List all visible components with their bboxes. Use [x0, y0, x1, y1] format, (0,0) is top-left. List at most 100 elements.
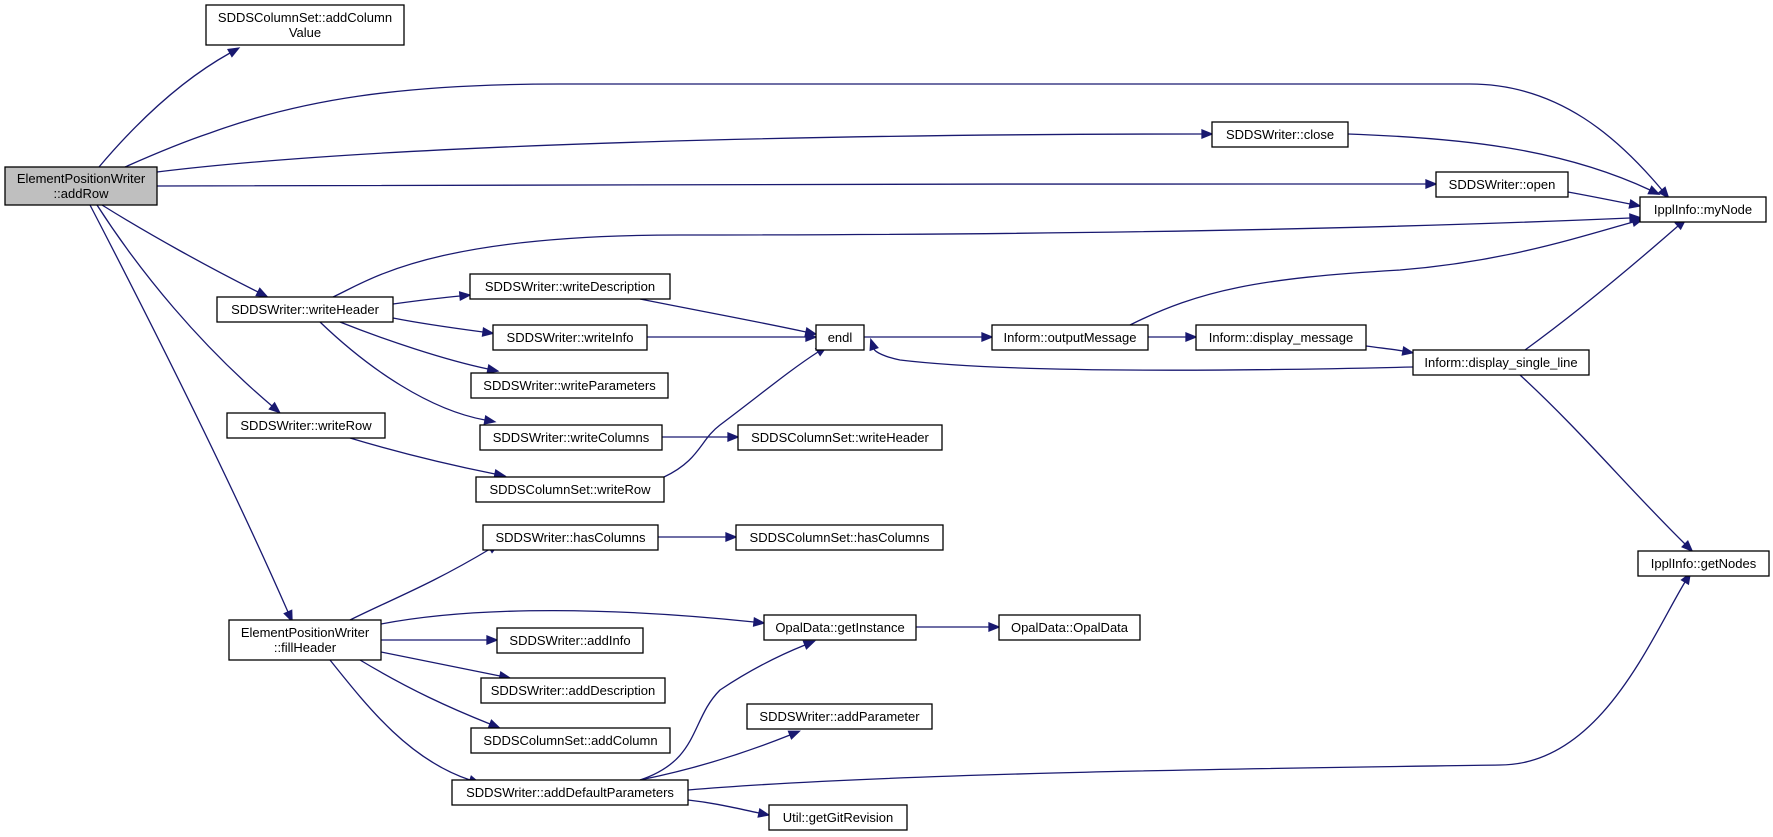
node-w-writeInfo[interactable]: SDDSWriter::writeInfo	[492, 324, 648, 351]
node-box[interactable]	[735, 524, 944, 551]
node-opal-getInstance[interactable]: OpalData::getInstance	[763, 614, 917, 641]
node-w-writeDescription[interactable]: SDDSWriter::writeDescription	[469, 273, 671, 300]
edge-line	[156, 183, 1427, 187]
edge-inform_outputMessage-to-inform_display_message	[1147, 332, 1198, 342]
edge-epw_fillHeader-to-cs_addColumn	[359, 659, 501, 729]
node-box[interactable]	[1412, 349, 1590, 376]
edge-arrowhead	[268, 401, 281, 414]
edge-line	[392, 317, 484, 333]
node-box[interactable]	[763, 614, 917, 641]
node-box[interactable]	[768, 804, 908, 831]
node-box[interactable]	[815, 324, 865, 351]
node-w-writeColumns[interactable]: SDDSWriter::writeColumns	[479, 424, 663, 451]
node-box[interactable]	[1639, 196, 1767, 223]
node-util-getGitRevision[interactable]: Util::getGitRevision	[768, 804, 908, 831]
node-box[interactable]	[496, 627, 644, 654]
node-box[interactable]	[205, 4, 405, 46]
edge-line	[1347, 133, 1651, 191]
edge-line	[1524, 225, 1679, 351]
node-w-writeParameters[interactable]: SDDSWriter::writeParameters	[470, 372, 669, 399]
node-inform-display-single-line[interactable]: Inform::display_single_line	[1412, 349, 1590, 376]
edge-w_addDefaultParameters-to-opal_getInstance	[639, 640, 816, 781]
node-box[interactable]	[226, 412, 386, 439]
node-cs-addColumn[interactable]: SDDSColumnSet::addColumn	[470, 727, 671, 754]
call-graph-edges	[89, 47, 1694, 818]
node-ippl-getNodes[interactable]: IpplInfo::getNodes	[1637, 550, 1770, 577]
edge-inform_display_single_line-to-endl	[869, 337, 1414, 371]
node-label: SDDSColumnSet::addColumn	[483, 733, 657, 748]
node-epw-addRow[interactable]: ElementPositionWriter::addRow	[4, 166, 158, 206]
node-box[interactable]	[1435, 171, 1569, 198]
node-box[interactable]	[216, 296, 394, 323]
edge-line	[359, 659, 491, 725]
edge-arrowhead	[1647, 185, 1661, 195]
edge-line	[96, 204, 273, 407]
node-box[interactable]	[451, 779, 689, 806]
node-box[interactable]	[479, 424, 663, 451]
edge-line	[639, 734, 791, 781]
node-cs-writeHeader[interactable]: SDDSColumnSet::writeHeader	[737, 424, 943, 451]
node-endl[interactable]: endl	[815, 324, 865, 351]
node-w-addInfo[interactable]: SDDSWriter::addInfo	[496, 627, 644, 654]
node-cs-hasColumns[interactable]: SDDSColumnSet::hasColumns	[735, 524, 944, 551]
node-box[interactable]	[4, 166, 158, 206]
edge-line	[156, 133, 1203, 173]
edge-arrowhead	[1628, 199, 1642, 209]
node-label: ElementPositionWriter	[241, 625, 370, 640]
node-w-open[interactable]: SDDSWriter::open	[1435, 171, 1569, 198]
node-label: ::fillHeader	[274, 640, 337, 655]
node-inform-display-message[interactable]: Inform::display_message	[1195, 324, 1367, 351]
node-box[interactable]	[746, 703, 933, 730]
node-w-addParameter[interactable]: SDDSWriter::addParameter	[746, 703, 933, 730]
node-ippl-myNode[interactable]: IpplInfo::myNode	[1639, 196, 1767, 223]
node-w-addDefaultParameters[interactable]: SDDSWriter::addDefaultParameters	[451, 779, 689, 806]
edge-arrowhead	[802, 640, 816, 650]
edge-inform_display_message-to-inform_display_single_line	[1365, 345, 1415, 356]
node-label: Util::getGitRevision	[783, 810, 894, 825]
node-box[interactable]	[492, 324, 648, 351]
node-label: Inform::display_single_line	[1424, 355, 1577, 370]
node-cs-writeRow[interactable]: SDDSColumnSet::writeRow	[475, 476, 665, 503]
node-w-writeRow[interactable]: SDDSWriter::writeRow	[226, 412, 386, 439]
edge-arrowhead	[481, 326, 495, 337]
node-box[interactable]	[737, 424, 943, 451]
node-w-close[interactable]: SDDSWriter::close	[1211, 121, 1349, 148]
call-graph-nodes: ElementPositionWriter::addRowSDDSColumnS…	[4, 4, 1770, 831]
edge-arrowhead	[752, 616, 766, 627]
node-box[interactable]	[1211, 121, 1349, 148]
node-box[interactable]	[470, 727, 671, 754]
edge-arrowhead	[487, 719, 501, 729]
node-box[interactable]	[480, 677, 666, 704]
node-box[interactable]	[228, 619, 382, 661]
edge-arrowhead	[1657, 186, 1670, 199]
node-inform-outputMessage[interactable]: Inform::outputMessage	[991, 324, 1149, 351]
edge-epw_addRow-to-w_writeRow	[96, 204, 281, 414]
node-epw-fillHeader[interactable]: ElementPositionWriter::fillHeader	[228, 619, 382, 661]
node-box[interactable]	[469, 273, 671, 300]
edge-line	[1129, 221, 1634, 326]
node-w-hasColumns[interactable]: SDDSWriter::hasColumns	[482, 524, 659, 551]
edge-line	[101, 204, 259, 293]
edge-w_writeDescription-to-endl	[639, 298, 818, 337]
node-w-writeHeader[interactable]: SDDSWriter::writeHeader	[216, 296, 394, 323]
node-label: SDDSColumnSet::hasColumns	[750, 530, 930, 545]
edge-epw_fillHeader-to-opal_getInstance	[380, 609, 766, 627]
edge-arrowhead	[981, 332, 994, 342]
edge-line	[349, 437, 496, 475]
node-box[interactable]	[998, 614, 1141, 641]
node-label: SDDSWriter::writeHeader	[231, 302, 380, 317]
node-box[interactable]	[482, 524, 659, 551]
node-label: SDDSColumnSet::writeHeader	[751, 430, 929, 445]
node-w-addDescription[interactable]: SDDSWriter::addDescription	[480, 677, 666, 704]
node-box[interactable]	[991, 324, 1149, 351]
node-box[interactable]	[1195, 324, 1367, 351]
edge-w_writeHeader-to-w_writeInfo	[392, 317, 495, 337]
edge-line	[339, 321, 489, 370]
node-box[interactable]	[470, 372, 669, 399]
node-opal-OpalData[interactable]: OpalData::OpalData	[998, 614, 1141, 641]
node-label: SDDSWriter::writeParameters	[483, 378, 656, 393]
node-box[interactable]	[475, 476, 665, 503]
edge-line	[329, 659, 471, 781]
node-box[interactable]	[1637, 550, 1770, 577]
